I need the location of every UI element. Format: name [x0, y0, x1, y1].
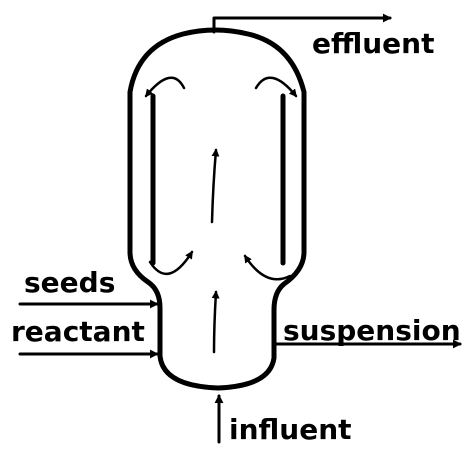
- neck-up-arrow: [211, 290, 220, 354]
- bottom-left-flow-arrow: [148, 250, 194, 276]
- top-left-flow-arrow: [144, 76, 186, 98]
- center-up-arrow: [210, 148, 220, 224]
- bottom-right-flow-arrow: [243, 254, 292, 281]
- seeds-label: seeds: [24, 266, 115, 299]
- effluent-arrow: [212, 13, 392, 34]
- reactant-label: reactant: [11, 315, 145, 348]
- suspension-label: suspension: [283, 314, 461, 347]
- top-right-flow-arrow: [254, 76, 298, 98]
- influent-label: influent: [229, 413, 352, 446]
- effluent-label: effluent: [312, 27, 435, 60]
- vessel-outline: [127, 27, 307, 391]
